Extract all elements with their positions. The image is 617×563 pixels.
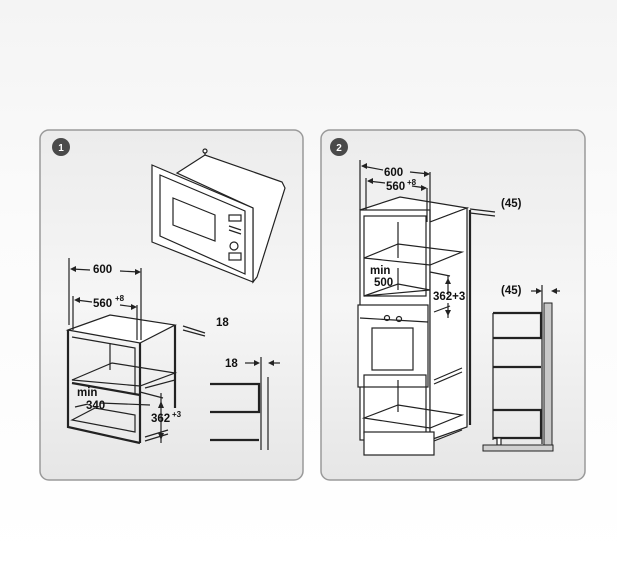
dim-total-width-2: 600: [384, 167, 403, 179]
dim-total-width-1: 600: [93, 264, 112, 276]
dim-min-label-2: min: [370, 265, 390, 277]
dimension-labels-1: 600 560 +8 18 18 min 340 362 +3: [77, 264, 238, 425]
side-view-2: [482, 285, 560, 452]
dim-niche-height-1: 362: [151, 413, 170, 425]
cabinet-illustration: [65, 314, 178, 445]
dimension-lines-1: [68, 258, 206, 443]
dim-panel-thickness: 18: [216, 317, 229, 329]
microwave-illustration: [151, 148, 286, 284]
dim-niche-width-tolerance-1: +8: [115, 294, 125, 303]
dim-back-gap: (45): [501, 198, 522, 210]
dimension-labels-2: 600 560 +8 (45) min 500 362+3 (45): [370, 167, 522, 303]
dim-side-thickness: 18: [225, 358, 238, 370]
dim-min-depth-2: 500: [374, 277, 393, 289]
step-badge-1: 1: [52, 138, 70, 156]
dim-side-gap: (45): [501, 285, 522, 297]
svg-text:2: 2: [336, 143, 342, 154]
dim-niche-height-tolerance-1: +3: [172, 410, 182, 419]
panel-2: 2: [320, 129, 586, 481]
panel-1: 1: [39, 129, 304, 481]
svg-text:1: 1: [58, 143, 64, 154]
step-badge-2: 2: [330, 138, 348, 156]
dim-min-depth-1: 340: [86, 400, 105, 412]
dim-niche-width-1: 560: [93, 298, 112, 310]
side-view-1: [210, 357, 280, 450]
dimension-lines-2: [359, 160, 496, 318]
dim-niche-width-2: 560: [386, 181, 405, 193]
tall-cabinet-illustration: [357, 196, 472, 456]
dim-min-label-1: min: [77, 387, 97, 399]
dim-niche-width-tolerance-2: +8: [407, 178, 417, 187]
dim-niche-height-2: 362+3: [433, 291, 465, 303]
